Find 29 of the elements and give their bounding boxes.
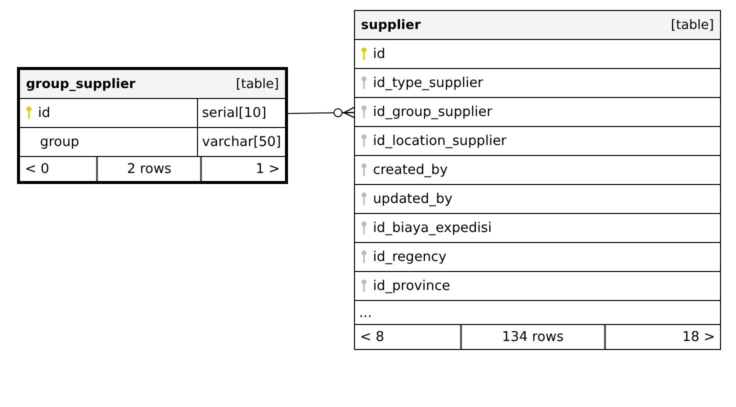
table-box [354, 10, 721, 350]
row-count: 2 rows [96, 157, 200, 181]
column-type: varchar[50] [197, 128, 285, 156]
child-count: 18 > [604, 325, 720, 349]
column-type: serial[10] [197, 99, 285, 127]
column-name: id_biaya_expedisi [373, 220, 492, 236]
column-name: id_regency [373, 249, 446, 265]
column-name: id_location_supplier [373, 133, 506, 149]
table-name: supplier [361, 18, 421, 32]
relationship-line [288, 106, 355, 118]
table-box [17, 67, 288, 184]
column-name: updated_by [373, 191, 452, 207]
row-count: 134 rows [460, 325, 604, 349]
column-name: id [373, 46, 386, 62]
child-count: 1 > [200, 157, 285, 181]
column-name: created_by [373, 162, 448, 178]
table-type-tag: [table] [236, 76, 279, 92]
table-row [20, 99, 285, 128]
table-row [20, 128, 285, 157]
column-name: id_type_supplier [373, 75, 484, 91]
column-name: id [38, 105, 50, 121]
parent-count: < 0 [24, 160, 50, 179]
column-name: id_group_supplier [373, 104, 492, 120]
table-name: group_supplier [26, 76, 136, 92]
more-columns-text: ... [355, 301, 720, 325]
parent-count: < 8 [359, 328, 386, 347]
column-name: id_province [373, 278, 450, 294]
column-name: group [40, 134, 80, 150]
table-type-tag: [table] [670, 18, 714, 32]
